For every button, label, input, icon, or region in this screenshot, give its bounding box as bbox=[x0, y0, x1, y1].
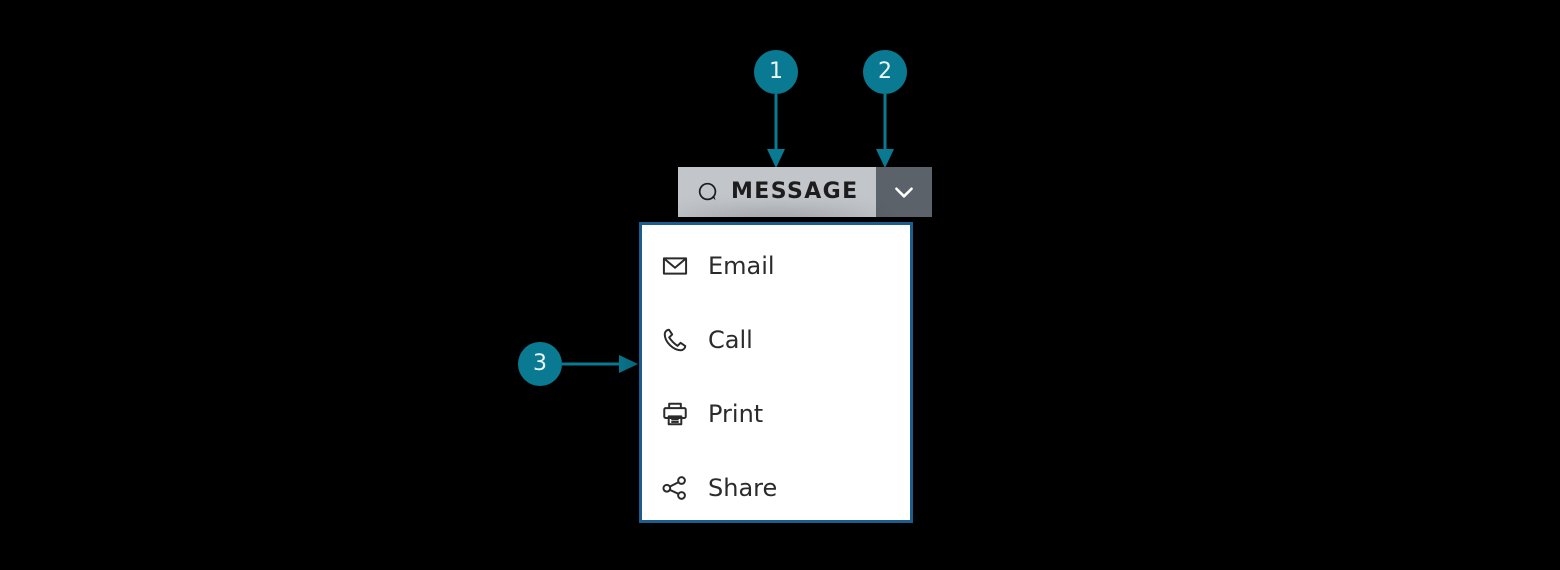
menu-item-label: Print bbox=[708, 400, 764, 428]
printer-icon bbox=[660, 399, 690, 429]
menu-item-share[interactable]: Share bbox=[642, 451, 910, 525]
split-button-label: MESSAGE bbox=[731, 179, 859, 204]
menu-item-label: Email bbox=[708, 252, 775, 280]
callout-1-arrow-head bbox=[767, 149, 785, 168]
menu-item-label: Share bbox=[708, 474, 778, 502]
menu-item-print[interactable]: Print bbox=[642, 377, 910, 451]
envelope-icon bbox=[660, 251, 690, 281]
menu-item-email[interactable]: Email bbox=[642, 229, 910, 303]
share-nodes-icon bbox=[660, 473, 690, 503]
callout-badge-3: 3 bbox=[518, 342, 562, 386]
phone-icon bbox=[660, 325, 690, 355]
callout-2-arrow-head bbox=[876, 149, 894, 168]
callout-badge-2: 2 bbox=[863, 50, 907, 94]
message-bubble-icon bbox=[697, 181, 720, 204]
menu-item-label: Call bbox=[708, 326, 753, 354]
chevron-down-icon bbox=[891, 179, 917, 205]
dropdown-menu[interactable]: Email Call Print bbox=[639, 222, 913, 523]
menu-item-call[interactable]: Call bbox=[642, 303, 910, 377]
callout-badge-1: 1 bbox=[754, 50, 798, 94]
